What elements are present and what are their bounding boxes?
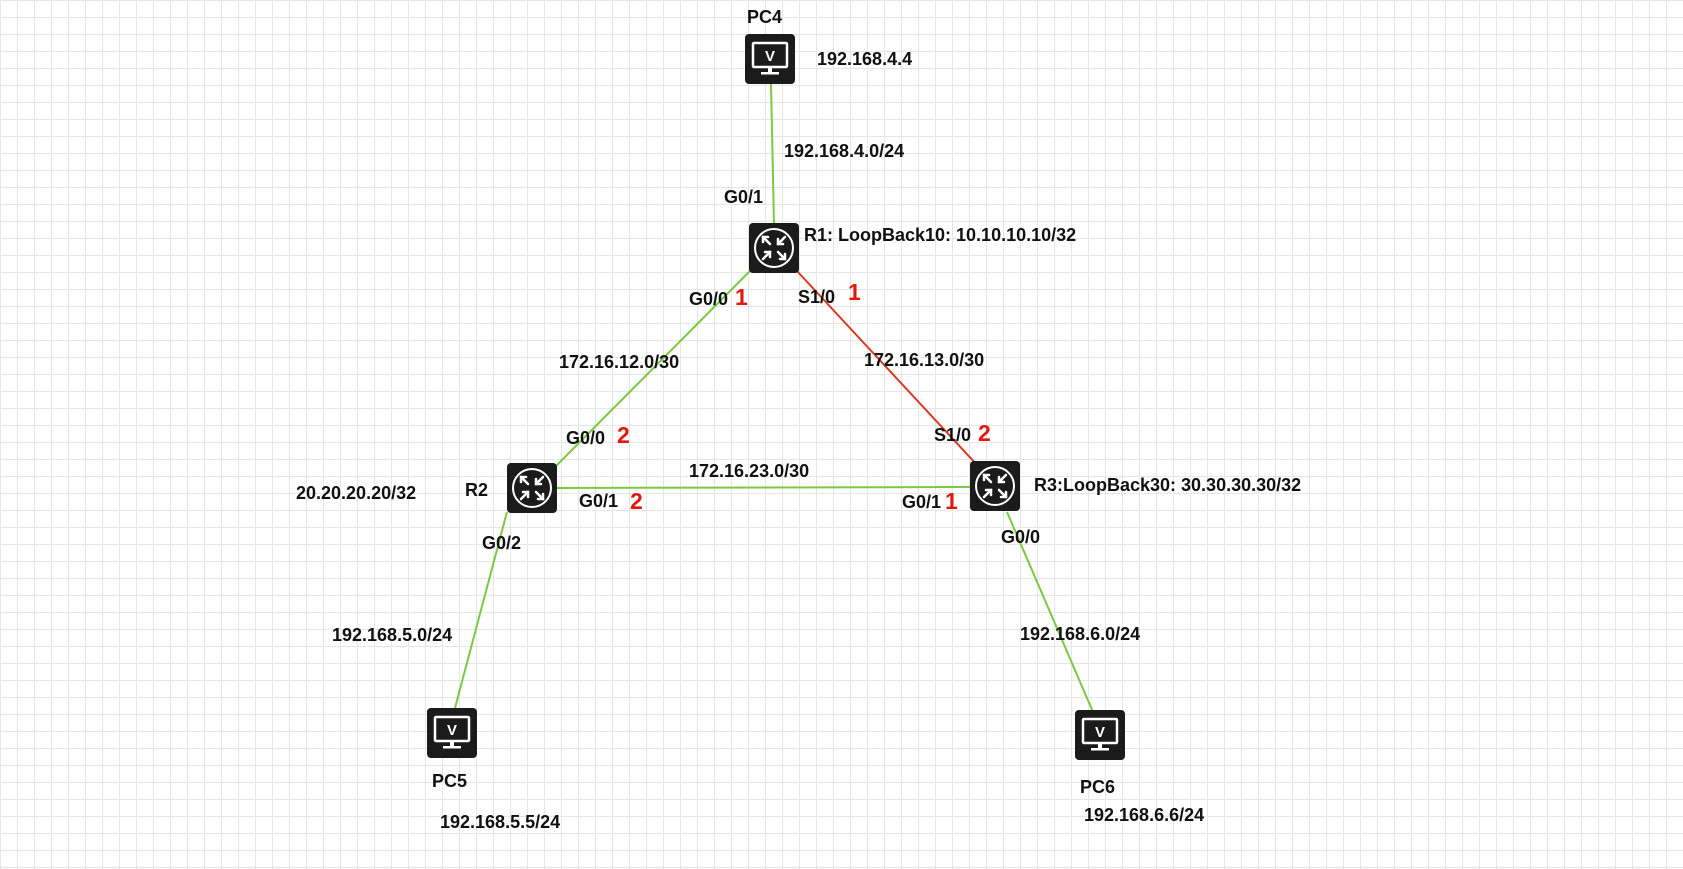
router-icon [970, 461, 1020, 511]
pc6-name-label: PC6 [1080, 777, 1116, 797]
r1-s1-0-number: 1 [848, 279, 861, 305]
network-label-r1-r3: 172.16.13.0/30 [864, 350, 985, 370]
router-icon [749, 223, 799, 273]
network-label-r3-pc6: 192.168.6.0/24 [1020, 624, 1141, 644]
network-label-pc4-r1: 192.168.4.0/24 [784, 141, 905, 161]
network-label-r1-r2: 172.16.12.0/30 [559, 352, 680, 372]
link-r3-pc6 [1006, 511, 1094, 713]
r3-router[interactable] [970, 461, 1020, 511]
r3-loopback-label: R3:LoopBack30: 30.30.30.30/32 [1034, 475, 1302, 495]
r3-interface-g0-1: G0/1 [902, 492, 942, 512]
svg-text:V: V [765, 48, 775, 65]
pc4-device[interactable]: V [745, 34, 795, 84]
link-r1-r3 [796, 270, 979, 467]
network-label-r2-r3: 172.16.23.0/30 [689, 461, 810, 481]
pc5-device[interactable]: V [427, 708, 477, 758]
r1-interface-s1-0: S1/0 [798, 287, 836, 307]
router-icon [507, 463, 557, 513]
r3-interface-g0-0: G0/0 [1001, 527, 1041, 547]
r2-router[interactable] [507, 463, 557, 513]
r2-g0-1-number: 2 [630, 488, 643, 514]
pc-monitor-icon: V [427, 708, 477, 758]
r3-g0-1-number: 1 [945, 488, 958, 514]
r2-interface-g0-0: G0/0 [566, 428, 606, 448]
r1-interface-g0-0: G0/0 [689, 289, 729, 309]
r3-s1-0-number: 2 [978, 420, 991, 446]
pc4-ip-label: 192.168.4.4 [817, 49, 913, 69]
r1-router[interactable] [749, 223, 799, 273]
r3-interface-s1-0: S1/0 [934, 425, 972, 445]
link-r2-pc5 [454, 511, 508, 709]
pc6-ip-label: 192.168.6.6/24 [1084, 805, 1205, 825]
link-r2-r3 [555, 486, 972, 489]
pc6-device[interactable]: V [1075, 710, 1125, 760]
r2-loopback-label: 20.20.20.20/32 [296, 483, 417, 503]
r2-g0-0-number: 2 [617, 422, 630, 448]
link-pc4-r1 [770, 83, 775, 225]
r2-interface-g0-2: G0/2 [482, 533, 522, 553]
link-r1-r2 [555, 270, 751, 467]
svg-text:V: V [1095, 724, 1105, 741]
pc-monitor-icon: V [1075, 710, 1125, 760]
pc-monitor-icon: V [745, 34, 795, 84]
pc4-name-label: PC4 [747, 7, 783, 27]
r2-interface-g0-1: G0/1 [579, 491, 619, 511]
r1-loopback-label: R1: LoopBack10: 10.10.10.10/32 [804, 225, 1077, 245]
r2-name-label: R2 [465, 480, 489, 500]
r1-g0-0-number: 1 [735, 284, 748, 310]
r1-interface-g0-1: G0/1 [724, 187, 764, 207]
network-label-r2-pc5: 192.168.5.0/24 [332, 625, 453, 645]
pc5-name-label: PC5 [432, 771, 468, 791]
pc5-ip-label: 192.168.5.5/24 [440, 812, 561, 832]
svg-text:V: V [447, 722, 457, 739]
